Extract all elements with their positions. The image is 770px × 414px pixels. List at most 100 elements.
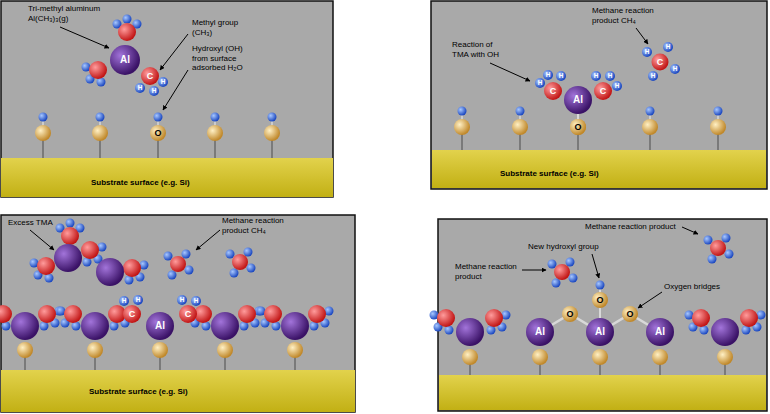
illustration-use [54, 244, 82, 272]
illustration-circle [191, 296, 201, 306]
illustration-circle [179, 305, 197, 323]
illustration-line [490, 63, 530, 81]
atom-symbol: H [546, 72, 551, 79]
atom-symbol: H [608, 73, 613, 80]
callout-label: New hydroxyl group [528, 242, 618, 252]
illustration-circle [543, 70, 553, 80]
illustration-use [642, 107, 658, 156]
callout-label: Excess TMA [8, 218, 68, 228]
illustration-circle [612, 81, 622, 91]
illustration-line [60, 27, 109, 48]
atom-symbol: C [147, 72, 154, 81]
illustration-circle [544, 82, 562, 100]
illustration-circle [564, 86, 592, 114]
atom-symbol: H [152, 88, 157, 95]
illustration-circle [133, 295, 143, 305]
illustration-use [308, 305, 334, 331]
atom-symbol: Al [595, 327, 605, 337]
illustration-use [82, 61, 108, 87]
atom-symbol: C [129, 310, 136, 319]
illustration-circle [146, 312, 174, 340]
illustration-line [196, 230, 220, 250]
illustration-use [123, 259, 149, 285]
illustration-use [456, 318, 484, 346]
illustration-circle [556, 71, 566, 81]
illustration-circle [646, 318, 674, 346]
band-label: Substrate surface (e.g. Si) [500, 169, 599, 179]
illustration-use [30, 257, 56, 283]
illustration-circle [622, 306, 638, 322]
atom-symbol: H [594, 73, 599, 80]
panel-four [430, 219, 768, 411]
atom-symbol: H [194, 298, 199, 305]
callout-label: Methane reaction product CH₄ [592, 6, 672, 25]
illustration-circle [141, 67, 159, 85]
substrate-band: Substrate surface (e.g. Si) [432, 150, 766, 188]
atom-symbol: H [538, 80, 543, 87]
illustration-use [485, 309, 511, 335]
illustration-circle [135, 83, 145, 93]
atom-symbol: O [154, 129, 161, 138]
substrate-band: Substrate surface (e.g. Si) [1, 158, 333, 197]
illustration-circle [119, 296, 129, 306]
illustration-circle [570, 119, 586, 135]
illustration-use [281, 312, 309, 340]
callout-label: Methane reaction product [585, 222, 695, 232]
band-label: Substrate surface (e.g. Si) [89, 387, 188, 397]
atom-symbol: H [615, 83, 620, 90]
illustration-rect [1, 1, 333, 197]
illustration-circle [605, 71, 615, 81]
illustration-circle [670, 64, 680, 74]
illustration-line [592, 254, 599, 278]
illustration-circle [642, 47, 652, 57]
illustration-circle [594, 82, 612, 100]
atom-symbol: O [626, 310, 633, 319]
band-label: Substrate surface (e.g. Si) [91, 178, 190, 188]
atom-symbol: Al [573, 95, 583, 105]
atom-symbol: O [574, 123, 581, 132]
illustration-circle [535, 78, 545, 88]
illustration-circle [586, 318, 614, 346]
illustration-circle [562, 306, 578, 322]
illustration-use [740, 309, 766, 335]
atom-symbol: Al [535, 327, 545, 337]
atom-symbol: H [666, 44, 671, 51]
illustration-rect [438, 219, 767, 411]
illustration-circle [149, 86, 159, 96]
illustration-circle [648, 71, 658, 81]
illustration-circle [177, 295, 187, 305]
illustration-line [163, 70, 188, 110]
illustration-circle [110, 45, 140, 75]
atom-symbol: O [596, 296, 603, 305]
illustration-line [636, 28, 648, 44]
atom-symbol: Al [155, 321, 165, 331]
illustration-use [685, 309, 711, 335]
illustration-use [0, 305, 12, 331]
illustration-use [226, 248, 256, 278]
illustration-use [264, 113, 280, 162]
atom-symbol: H [138, 85, 143, 92]
callout-label: Methyl group (CH₃) [192, 18, 254, 37]
illustration-use [704, 234, 734, 264]
illustration-circle [596, 281, 605, 290]
callout-label: Tri-methyl aluminum Al(CH₃)₃(g) [28, 4, 110, 23]
atom-symbol: H [559, 73, 564, 80]
callout-label: Oxygen bridges [664, 282, 734, 292]
substrate-band: Substrate surface (e.g. Si) [1, 370, 355, 412]
illustration-rect [431, 1, 767, 189]
illustration-use [35, 113, 51, 162]
illustration-use [92, 113, 108, 162]
illustration-circle [526, 318, 554, 346]
atom-symbol: Al [120, 55, 130, 65]
callout-label: Reaction of TMA with OH [452, 40, 504, 59]
panel-two [431, 1, 767, 189]
atom-symbol: H [645, 49, 650, 56]
illustration-use [164, 250, 194, 280]
illustration-use [711, 318, 739, 346]
illustration-line [522, 270, 546, 271]
illustration-use [96, 258, 124, 286]
atom-symbol: H [122, 298, 127, 305]
illustration-line [682, 227, 698, 234]
